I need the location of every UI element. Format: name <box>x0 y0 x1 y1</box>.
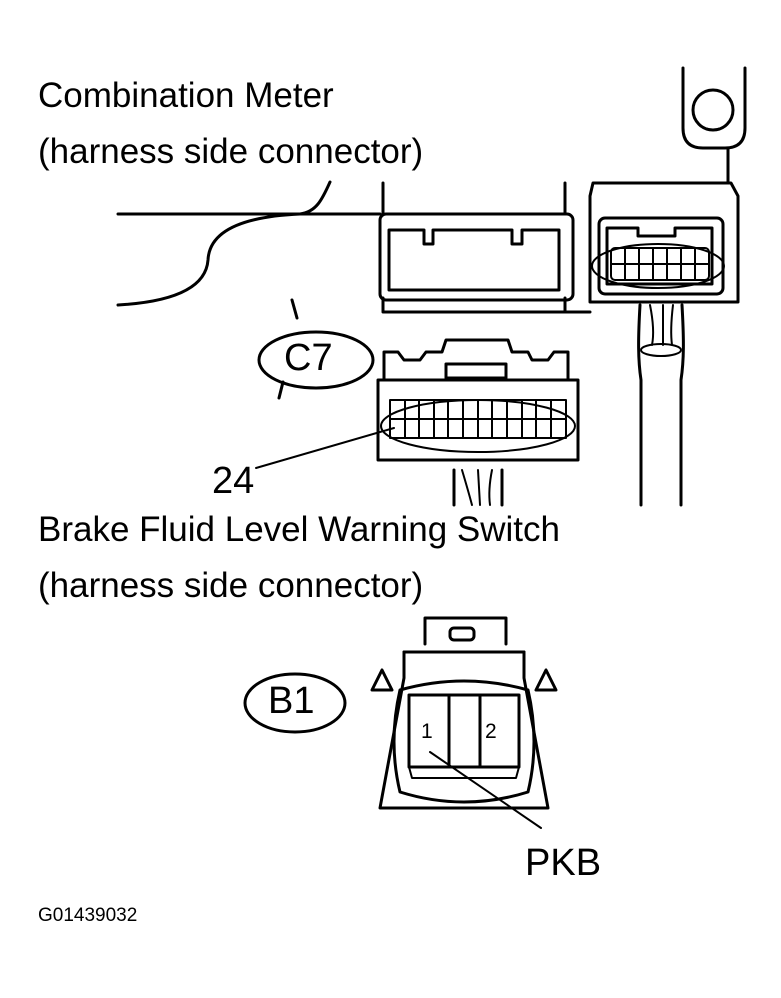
c7-pin-number: 24 <box>212 460 255 502</box>
title-line-1: Combination Meter <box>38 76 334 115</box>
b1-pin-2: 2 <box>485 720 497 743</box>
b1-label: B1 <box>268 680 315 722</box>
b1-pin-1: 1 <box>421 720 433 743</box>
c7-connector <box>255 330 580 507</box>
section2-line-1: Brake Fluid Level Warning Switch <box>38 510 560 549</box>
mounting-bracket <box>681 66 747 185</box>
pkb-label: PKB <box>525 842 602 884</box>
b1-connector <box>243 616 558 829</box>
b1-label-bubble <box>243 672 347 734</box>
c7-label: C7 <box>284 337 333 379</box>
meter-connector-right <box>588 181 740 507</box>
meter-socket-left <box>378 212 575 302</box>
meter-housing-outline <box>116 180 592 400</box>
figure-code: G01439032 <box>38 905 138 926</box>
title-line-2: (harness side connector) <box>38 132 424 171</box>
c7-label-bubble <box>257 330 375 390</box>
pkb-leader <box>429 751 542 829</box>
section2-line-2: (harness side connector) <box>38 566 424 605</box>
c7-pin-leader <box>255 427 395 469</box>
